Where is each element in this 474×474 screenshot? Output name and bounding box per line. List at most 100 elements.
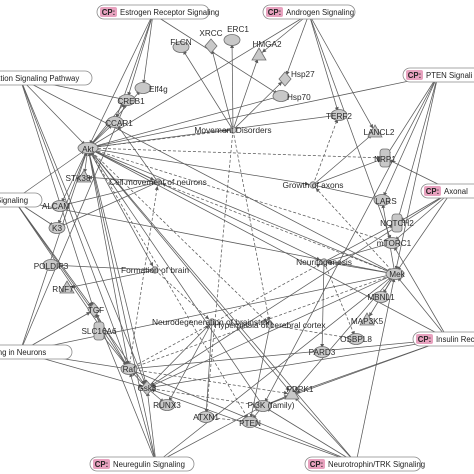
edge-growth-axons-terf2 [312, 114, 340, 186]
edge-arrowhead [149, 262, 154, 267]
edge-akt-nrp1 [87, 147, 386, 159]
function-label-cell-movement: Cell movement of neurons [109, 177, 207, 187]
gene-node-k3[interactable] [48, 222, 66, 234]
pathway-label: Axonal [444, 187, 468, 196]
edge-movement-disorders-hyperplasia [232, 129, 271, 326]
pathway-estrogen[interactable]: CP:Estrogen Receptor Signaling [96, 4, 219, 20]
gene-label-hmga2: HMGA2 [252, 40, 282, 49]
function-node-neuritogenesis[interactable] [320, 258, 328, 266]
edge-pi3k-akt [87, 147, 264, 407]
gene-node-rnf7[interactable] [59, 280, 75, 294]
gene-node-creb1[interactable] [118, 94, 136, 106]
pathway-label: PTEN Signali [426, 71, 473, 80]
function-node-hyperplasia[interactable] [266, 321, 274, 329]
edge-layer [13, 13, 453, 464]
edge-neuregulin-gsk3 [146, 387, 157, 464]
gene-node-tgf[interactable] [87, 302, 101, 318]
function-label-neurodegeneration: Neurodegeneration of brainstem [152, 317, 272, 327]
cp-tag [266, 7, 283, 17]
pathway-pten[interactable]: CP: PTEN Signali [402, 67, 474, 83]
gene-node-mek[interactable] [385, 268, 405, 280]
edge-akt-growth-axons [87, 147, 314, 186]
gene-node-map3k5[interactable] [359, 312, 375, 326]
gene-node-lars[interactable] [373, 194, 391, 206]
pathway-insulin[interactable]: CP:Insulin Rec [412, 331, 474, 347]
pathway-signaling-left[interactable]: Signaling [0, 192, 43, 208]
gene-node-hmga2[interactable] [251, 47, 267, 61]
function-node-formation-brain[interactable] [151, 266, 159, 274]
gene-node-pdpk1[interactable] [284, 386, 300, 400]
pathway-axonal[interactable]: CP:Axonal [420, 183, 474, 199]
gene-node-mtorc1[interactable] [383, 237, 401, 249]
gene-node-runx3[interactable] [158, 399, 176, 411]
gene-node-poldip3[interactable] [42, 259, 60, 271]
edge-hyperplasia-osbpl8 [269, 324, 357, 340]
pathway-neurons[interactable]: ing in Neurons [0, 344, 73, 360]
gene-label-slc16a6: SLC16A6 [81, 327, 116, 336]
edge-arrowhead [285, 386, 290, 391]
gene-node-terf2[interactable] [330, 109, 348, 121]
gene-node-gsk3[interactable] [140, 380, 154, 396]
edge-androgen-hsp27 [284, 13, 310, 80]
edge-insulin-raf [128, 338, 449, 370]
gene-node-raf[interactable] [120, 363, 138, 375]
pathway-label: Signaling [0, 196, 28, 205]
gene-node-flcn[interactable] [172, 41, 190, 53]
gene-node-slc16a6[interactable] [93, 321, 105, 341]
cp-tag [93, 459, 110, 469]
cp-tag [416, 334, 433, 344]
edge-formation-brain-neurodegeneration [154, 269, 213, 323]
gene-node-stk38[interactable] [76, 169, 92, 183]
edge-mek-lars [381, 199, 396, 275]
function-node-cell-movement[interactable] [154, 178, 162, 186]
node-layer [42, 34, 405, 428]
function-node-growth-axons[interactable] [309, 181, 317, 189]
gene-node-pard3[interactable] [313, 346, 331, 358]
gene-node-mbnl1[interactable] [372, 291, 390, 303]
edge-growth-axons-lancl2 [312, 131, 376, 186]
gene-node-alcam[interactable] [51, 200, 69, 212]
gene-node-hsp70[interactable] [272, 90, 290, 102]
edge-arrowhead [369, 312, 373, 317]
cp-tag-label: CP: [408, 71, 421, 80]
pathway-label: ation Signaling Pathway [0, 74, 79, 83]
gene-label-flcn: FLCN [170, 38, 191, 47]
cp-tag-label: CP: [310, 460, 323, 469]
gene-label-mek: Mek [389, 270, 405, 279]
gene-node-nrp1[interactable] [379, 148, 391, 168]
edge-insulin-mek [394, 273, 449, 340]
pathway-neurotrophin[interactable]: CP:Neurotrophin/TRK Signaling [304, 456, 425, 472]
gene-node-erc1[interactable] [223, 34, 241, 46]
gene-node-akt[interactable] [77, 142, 99, 154]
gene-node-elf4g[interactable] [134, 82, 152, 94]
edge-neurodegeneration-runx3 [166, 321, 213, 406]
edge-raf-tgf [93, 309, 130, 370]
function-node-neurodegeneration[interactable] [208, 318, 216, 326]
edge-pten-lars [381, 74, 439, 201]
function-node-movement-disorders[interactable] [229, 126, 237, 134]
gene-node-hsp27[interactable] [278, 71, 292, 87]
gene-node-atxn1[interactable] [197, 411, 215, 423]
gene-label-hsp70: Hsp70 [287, 93, 311, 102]
edge-androgen-lancl2 [308, 13, 376, 133]
pathway-androgen[interactable]: CP:Androgen Signaling [262, 4, 356, 20]
edge-neuregulin-pi3k [155, 405, 264, 464]
gene-node-pten-gene[interactable] [241, 416, 259, 428]
edge-activation-akt [19, 77, 89, 149]
edge-pten-notch2 [396, 74, 439, 224]
edge-arrowhead [266, 316, 271, 322]
edge-insulin-gsk3 [146, 338, 449, 389]
gene-node-lancl2[interactable] [367, 124, 383, 138]
edge-androgen-terf2 [308, 13, 340, 116]
pathway-pill [96, 4, 210, 20]
edge-arrowhead [277, 81, 283, 87]
gene-node-ccar1[interactable] [106, 116, 124, 128]
gene-node-xrcc[interactable] [204, 38, 218, 54]
pathway-neuregulin[interactable]: CP:Neuregulin Signaling [89, 456, 195, 472]
gene-node-pi3k[interactable] [254, 400, 272, 412]
pathway-activation[interactable]: ation Signaling Pathway [0, 70, 93, 86]
gene-node-notch2[interactable] [391, 213, 403, 233]
gene-node-osbpl8[interactable] [347, 333, 365, 345]
edge-growth-axons-lars [312, 184, 383, 201]
